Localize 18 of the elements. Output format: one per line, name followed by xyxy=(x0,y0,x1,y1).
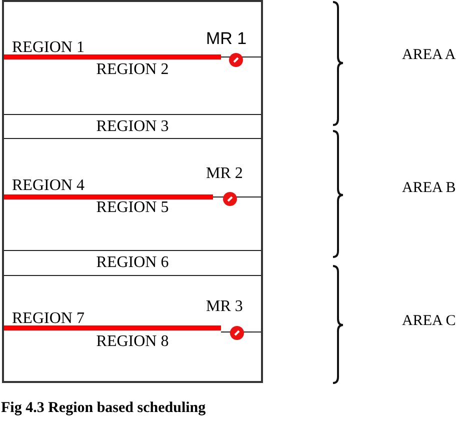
figure-caption: Fig 4.3 Region based scheduling xyxy=(1,401,206,416)
robot-label: MR 2 xyxy=(206,166,243,182)
region-label: REGION 2 xyxy=(96,62,169,78)
area-label: AREA A xyxy=(402,48,456,63)
region-label: REGION 8 xyxy=(96,334,169,350)
region-label: REGION 1 xyxy=(12,40,84,56)
region xyxy=(4,250,261,276)
robot-label: MR 3 xyxy=(206,299,243,315)
region-label: REGION 5 xyxy=(96,200,169,216)
region-label: REGION 7 xyxy=(12,311,84,327)
region-label: REGION 6 xyxy=(96,255,169,271)
area-label: AREA C xyxy=(402,314,456,329)
region-label: REGION 3 xyxy=(96,118,169,134)
area-label: AREA B xyxy=(402,181,456,196)
robot-label: MR 1 xyxy=(206,30,247,47)
region-label: REGION 4 xyxy=(12,178,84,194)
area-frame xyxy=(2,0,263,383)
region xyxy=(4,114,261,139)
